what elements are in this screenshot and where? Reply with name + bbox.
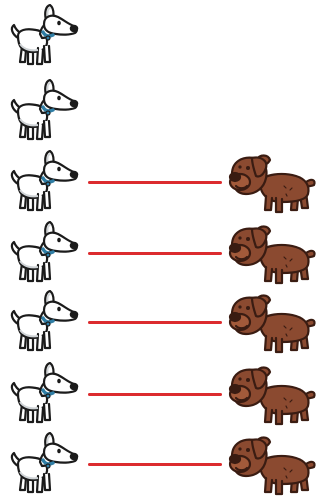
brown-dog-icon bbox=[226, 364, 318, 426]
brown-dog-icon bbox=[226, 434, 318, 496]
pair-row bbox=[0, 289, 320, 356]
white-dog-icon bbox=[6, 361, 80, 428]
white-dog-icon bbox=[6, 78, 80, 145]
white-dog-icon bbox=[6, 220, 80, 287]
brown-dog-icon bbox=[226, 223, 318, 285]
match-line bbox=[88, 252, 222, 255]
pair-row bbox=[0, 3, 320, 70]
pair-row bbox=[0, 149, 320, 216]
white-dog-icon bbox=[6, 149, 80, 216]
match-line bbox=[88, 393, 222, 396]
white-dog-icon bbox=[6, 431, 80, 498]
white-dog-icon bbox=[6, 289, 80, 356]
match-line bbox=[88, 463, 222, 466]
pair-row bbox=[0, 220, 320, 287]
brown-dog-icon bbox=[226, 152, 318, 214]
brown-dog-icon bbox=[226, 292, 318, 354]
match-line bbox=[88, 321, 222, 324]
white-dog-icon bbox=[6, 3, 80, 70]
pair-row bbox=[0, 78, 320, 145]
pair-row bbox=[0, 431, 320, 498]
match-line bbox=[88, 181, 222, 184]
pair-row bbox=[0, 361, 320, 428]
